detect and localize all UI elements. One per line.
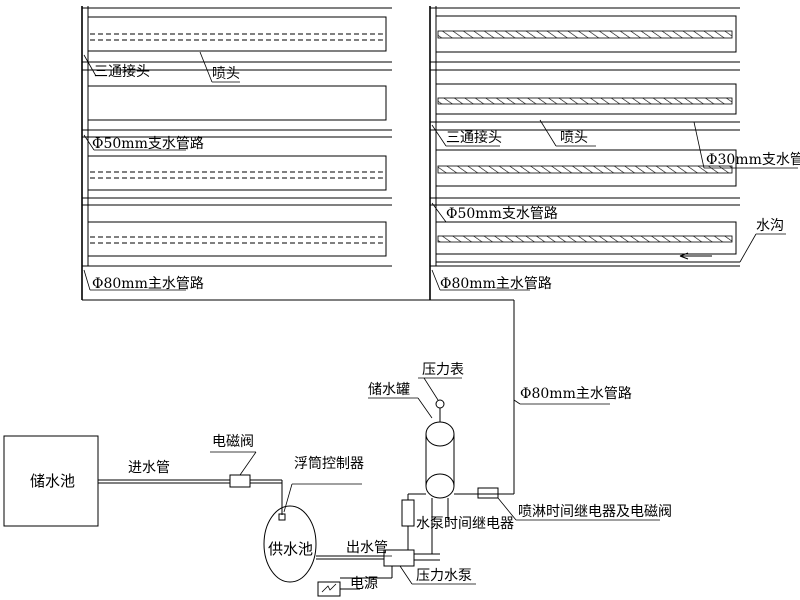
label-ditch: 水沟 xyxy=(756,218,784,234)
left-row-3 xyxy=(82,136,392,199)
reservoir: 储水池 xyxy=(3,435,99,527)
label-nozzle-left: 喷头 xyxy=(212,66,240,82)
left-row-2 xyxy=(82,69,392,131)
spray-timer-valve: 喷淋时间继电器及电磁阀 xyxy=(454,487,672,521)
storage-tank: 压力表 储水罐 xyxy=(368,362,464,499)
pressure-pump: 压力水泵 xyxy=(383,549,476,585)
right-row-1 xyxy=(430,7,740,63)
right-row-2 xyxy=(430,69,740,123)
solenoid-valve xyxy=(229,474,251,488)
label-pressure-pump: 压力水泵 xyxy=(416,568,472,584)
label-tee-right: 三通接头 xyxy=(446,129,502,146)
label-branch-left: Φ50mm支水管路 xyxy=(92,136,204,152)
label-spray-timer: 喷淋时间继电器及电磁阀 xyxy=(518,504,672,520)
label-nozzle-right: 喷头 xyxy=(560,130,588,146)
float-controller-icon xyxy=(278,513,286,521)
left-row-1 xyxy=(82,7,392,63)
label-main-right: Φ80mm主水管路 xyxy=(440,276,552,292)
label-power: 电源 xyxy=(350,576,378,592)
label-main-vertical: Φ80mm主水管路 xyxy=(520,386,632,402)
label-inlet-pipe: 进水管 xyxy=(128,460,170,476)
label-supply-pool: 供水池 xyxy=(268,540,313,558)
label-reservoir: 储水池 xyxy=(30,472,75,490)
label-float-controller: 浮筒控制器 xyxy=(294,455,364,472)
label-pressure-gauge: 压力表 xyxy=(422,362,464,378)
right-field-panel: 三通接头 喷头 Φ30mm支水管路 Φ50mm支水管路 水沟 Φ80mm主水管路 xyxy=(429,6,800,300)
outlet-pipe: 出水管 xyxy=(316,540,392,560)
right-row-4 xyxy=(430,204,740,267)
label-tee-left: 三通接头 xyxy=(94,63,150,80)
left-field-panel: 三通接头 喷头 Φ50mm支水管路 Φ80mm主水管路 xyxy=(81,6,514,301)
label-solenoid-valve: 电磁阀 xyxy=(212,434,254,450)
main-pipe-vertical: Φ80mm主水管路 xyxy=(513,300,632,494)
label-outlet-pipe: 出水管 xyxy=(346,540,388,556)
pressure-gauge-icon xyxy=(435,399,445,409)
label-main-left: Φ80mm主水管路 xyxy=(92,276,204,292)
lightning-icon xyxy=(321,583,337,593)
label-storage-tank: 储水罐 xyxy=(368,382,410,398)
label-pump-timer: 水泵时间继电器 xyxy=(416,516,514,532)
label-branch50-right: Φ50mm支水管路 xyxy=(446,206,558,222)
supply-pool: 浮筒控制器 供水池 xyxy=(263,455,364,583)
label-branch30-right: Φ30mm支水管路 xyxy=(706,152,800,168)
pump-timer-relay: 水泵时间继电器 xyxy=(401,493,514,554)
left-row-4 xyxy=(82,204,392,267)
inlet-pipe: 进水管 电磁阀 xyxy=(98,434,283,515)
power-supply: 电源 xyxy=(317,566,393,597)
